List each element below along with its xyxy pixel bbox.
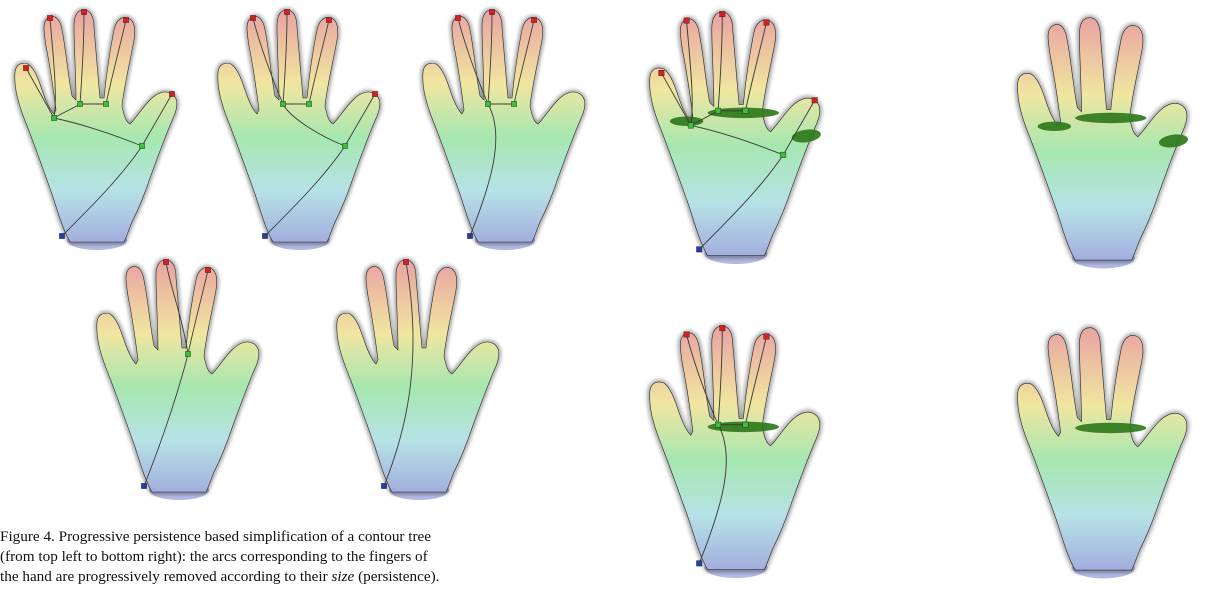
maximum-node: [764, 334, 769, 339]
maximum-node: [684, 18, 689, 23]
maximum-node: [163, 259, 168, 264]
contour-disk: [1038, 122, 1071, 131]
maximum-node: [684, 332, 689, 337]
saddle-node: [743, 422, 748, 427]
saddle-node: [342, 143, 347, 148]
maximum-node: [326, 17, 331, 22]
hand-panel-7: [1000, 2, 1209, 282]
saddle-node: [103, 101, 108, 106]
caption-line-2: (from top left to bottom right): the arc…: [0, 547, 590, 567]
maximum-node: [531, 17, 536, 22]
maximum-node: [659, 70, 664, 75]
hand-render-9: [1000, 312, 1209, 592]
hand-render-7: [1000, 2, 1209, 282]
minimum-node: [696, 247, 701, 252]
figure-caption: Figure 4. Progressive persistence based …: [0, 527, 590, 587]
saddle-node: [51, 115, 56, 120]
saddle-node: [280, 101, 285, 106]
saddle-node: [485, 101, 490, 106]
hand-panel-1: [0, 2, 200, 252]
saddle-node: [743, 108, 748, 113]
saddle-node: [715, 108, 720, 113]
hand-render-2: [203, 2, 403, 252]
maximum-node: [81, 9, 86, 14]
saddle-node: [715, 422, 720, 427]
maximum-node: [455, 15, 460, 20]
hand-render-5: [322, 252, 522, 502]
maximum-node: [205, 267, 210, 272]
hand-render-4: [82, 252, 282, 502]
hand-panel-9: [1000, 312, 1209, 592]
minimum-node: [59, 233, 64, 238]
caption-line-3: the hand are progressively removed accor…: [0, 567, 590, 587]
maximum-node: [720, 325, 725, 330]
hand-panel-3: [408, 2, 608, 252]
hand-panel-6: [632, 2, 842, 272]
hand-render-6: [632, 2, 842, 272]
maximum-node: [284, 9, 289, 14]
caption-italic-term: size: [331, 568, 354, 585]
caption-line-1: Figure 4. Progressive persistence based …: [0, 527, 590, 547]
saddle-node: [511, 101, 516, 106]
saddle-node: [306, 101, 311, 106]
contour-disk: [1075, 423, 1146, 433]
maximum-node: [372, 91, 377, 96]
hand-panel-2: [203, 2, 403, 252]
saddle-node: [139, 143, 144, 148]
saddle-node: [688, 123, 693, 128]
maximum-node: [403, 259, 408, 264]
saddle-node: [77, 101, 82, 106]
hand-panel-4: [82, 252, 282, 502]
hand-panel-5: [322, 252, 522, 502]
hand-panel-8: [632, 316, 842, 586]
minimum-node: [262, 233, 267, 238]
maximum-node: [23, 65, 28, 70]
hand-render-3: [408, 2, 608, 252]
maximum-node: [47, 15, 52, 20]
caption-tail: (persistence).: [354, 568, 439, 585]
caption-line-3-text: the hand are progressively removed accor…: [0, 568, 328, 585]
minimum-node: [467, 233, 472, 238]
minimum-node: [381, 483, 386, 488]
minimum-node: [696, 561, 701, 566]
maximum-node: [812, 98, 817, 103]
maximum-node: [489, 9, 494, 14]
hand-render-1: [0, 2, 200, 252]
minimum-node: [141, 483, 146, 488]
maximum-node: [169, 91, 174, 96]
maximum-node: [764, 20, 769, 25]
hand-render-8: [632, 316, 842, 586]
maximum-node: [720, 11, 725, 16]
contour-disk: [1075, 113, 1146, 123]
maximum-node: [123, 17, 128, 22]
maximum-node: [250, 15, 255, 20]
saddle-node: [185, 351, 190, 356]
saddle-node: [780, 152, 785, 157]
